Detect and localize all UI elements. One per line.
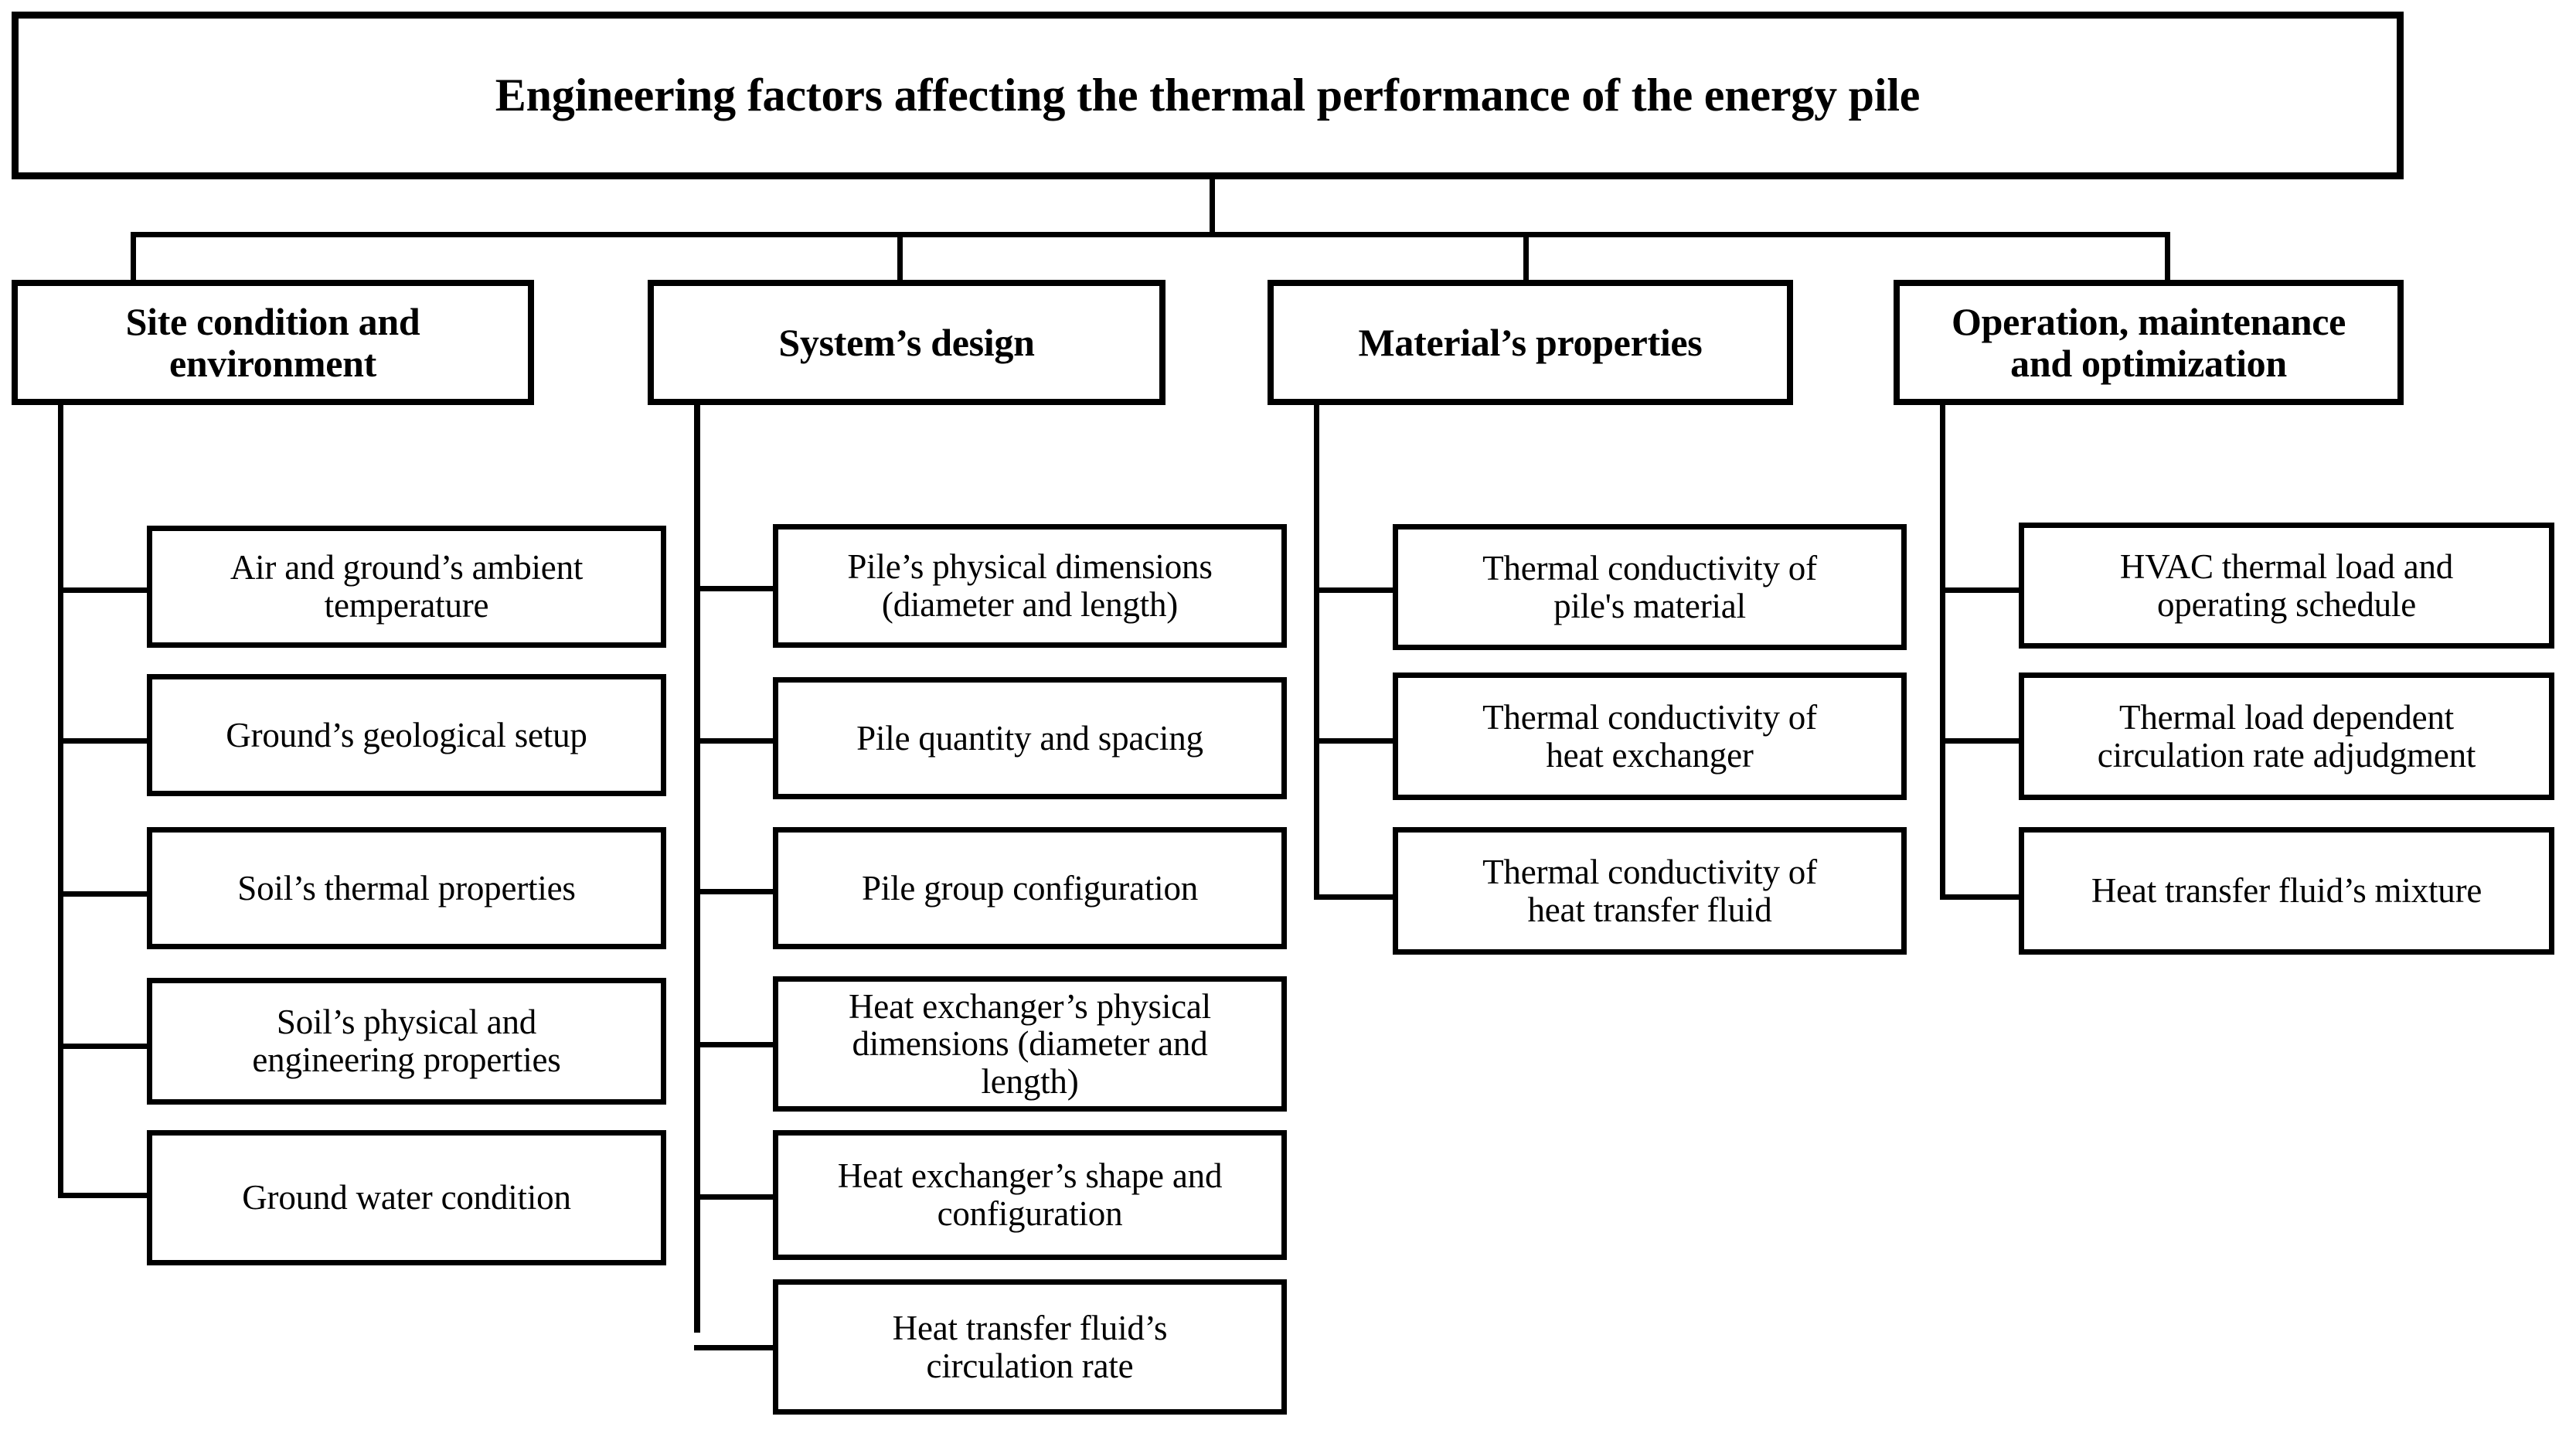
leaf-node-1-5: Ground water condition xyxy=(147,1130,666,1265)
leaf-node-1-2-label: Ground’s geological setup xyxy=(226,715,587,754)
root-drop-line-3 xyxy=(1523,232,1529,284)
root-stem-line xyxy=(1210,179,1215,235)
category-1-stub-4 xyxy=(58,1044,151,1049)
category-node-1-label: Site condition and environment xyxy=(125,300,420,385)
leaf-node-2-5: Heat exchanger’s shape and configuration xyxy=(773,1130,1287,1260)
category-2-spine-line xyxy=(694,405,700,1333)
category-2-stub-3 xyxy=(694,889,778,894)
leaf-node-3-3-label: Thermal conductivity of heat transfer fl… xyxy=(1482,852,1817,929)
category-node-2: System’s design xyxy=(648,280,1165,405)
leaf-node-2-1: Pile’s physical dimensions (diameter and… xyxy=(773,524,1287,648)
root-distribution-bar xyxy=(131,232,2170,237)
category-1-stub-2 xyxy=(58,738,151,744)
leaf-node-1-5-label: Ground water condition xyxy=(242,1178,571,1217)
category-1-spine-line xyxy=(58,405,63,1197)
leaf-node-4-3: Heat transfer fluid’s mixture xyxy=(2019,827,2554,955)
leaf-node-2-5-label: Heat exchanger’s shape and configuration xyxy=(837,1156,1223,1233)
category-3-stub-1 xyxy=(1314,587,1397,593)
leaf-node-1-4-label: Soil’s physical and engineering properti… xyxy=(252,1003,561,1079)
leaf-node-2-6-label: Heat transfer fluid’s circulation rate xyxy=(892,1308,1168,1385)
leaf-node-4-1-label: HVAC thermal load and operating schedule xyxy=(2119,547,2454,624)
leaf-node-3-2-label: Thermal conductivity of heat exchanger xyxy=(1482,697,1817,775)
leaf-node-3-3: Thermal conductivity of heat transfer fl… xyxy=(1393,827,1907,955)
category-1-stub-3 xyxy=(58,891,151,897)
category-2-stub-1 xyxy=(694,586,778,591)
category-node-3-label: Material’s properties xyxy=(1358,321,1703,364)
leaf-node-2-2-label: Pile quantity and spacing xyxy=(856,718,1203,758)
category-4-spine-line xyxy=(1940,405,1945,900)
category-node-2-label: System’s design xyxy=(778,321,1035,364)
leaf-node-1-1-label: Air and ground’s ambient temperature xyxy=(230,548,584,625)
leaf-node-4-1: HVAC thermal load and operating schedule xyxy=(2019,523,2554,649)
category-3-spine-line xyxy=(1314,405,1319,900)
category-node-1: Site condition and environment xyxy=(12,280,534,405)
category-3-stub-2 xyxy=(1314,738,1397,744)
leaf-node-2-1-label: Pile’s physical dimensions (diameter and… xyxy=(847,547,1213,624)
category-3-stub-3 xyxy=(1314,894,1397,900)
category-node-4: Operation, maintenance and optimization xyxy=(1894,280,2404,405)
leaf-node-1-1: Air and ground’s ambient temperature xyxy=(147,526,666,648)
leaf-node-2-3-label: Pile group configuration xyxy=(861,868,1199,907)
root-drop-line-1 xyxy=(131,232,136,284)
leaf-node-3-1-label: Thermal conductivity of pile's material xyxy=(1482,548,1817,625)
category-node-3: Material’s properties xyxy=(1268,280,1793,405)
leaf-node-2-6: Heat transfer fluid’s circulation rate xyxy=(773,1279,1287,1415)
leaf-node-2-2: Pile quantity and spacing xyxy=(773,677,1287,799)
leaf-node-2-4-label: Heat exchanger’s physical dimensions (di… xyxy=(849,986,1211,1101)
category-4-stub-2 xyxy=(1940,738,2023,744)
leaf-node-3-2: Thermal conductivity of heat exchanger xyxy=(1393,673,1907,800)
category-2-stub-6 xyxy=(694,1345,778,1350)
leaf-node-4-2-label: Thermal load dependent circulation rate … xyxy=(2097,697,2476,775)
root-node: Engineering factors affecting the therma… xyxy=(12,12,2404,179)
leaf-node-2-4: Heat exchanger’s physical dimensions (di… xyxy=(773,976,1287,1112)
leaf-node-1-2: Ground’s geological setup xyxy=(147,674,666,796)
root-drop-line-2 xyxy=(897,232,903,284)
category-2-stub-2 xyxy=(694,738,778,744)
category-1-stub-5 xyxy=(58,1193,151,1198)
category-1-stub-1 xyxy=(58,587,151,593)
category-4-stub-3 xyxy=(1940,894,2023,900)
leaf-node-4-3-label: Heat transfer fluid’s mixture xyxy=(2091,871,2482,911)
root-node-label: Engineering factors affecting the therma… xyxy=(495,70,1921,121)
category-2-stub-5 xyxy=(694,1194,778,1200)
leaf-node-1-3: Soil’s thermal properties xyxy=(147,827,666,949)
category-node-4-label: Operation, maintenance and optimization xyxy=(1951,300,2346,385)
leaf-node-4-2: Thermal load dependent circulation rate … xyxy=(2019,673,2554,800)
leaf-node-1-3-label: Soil’s thermal properties xyxy=(237,868,576,907)
leaf-node-1-4: Soil’s physical and engineering properti… xyxy=(147,978,666,1105)
root-drop-line-4 xyxy=(2165,232,2170,284)
leaf-node-3-1: Thermal conductivity of pile's material xyxy=(1393,524,1907,650)
leaf-node-2-3: Pile group configuration xyxy=(773,827,1287,949)
category-4-stub-1 xyxy=(1940,587,2023,593)
category-2-stub-4 xyxy=(694,1042,778,1047)
